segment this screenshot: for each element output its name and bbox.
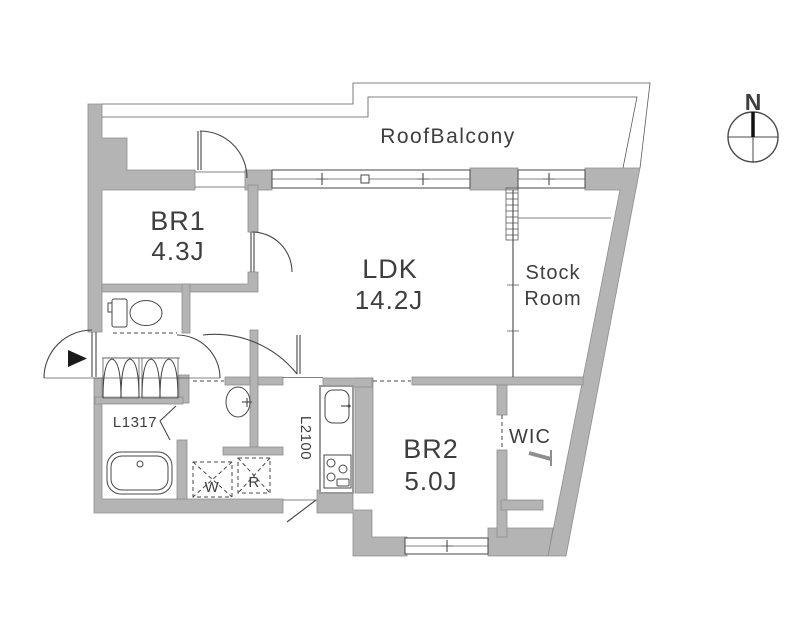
wall-wic-stub-bottom bbox=[496, 449, 508, 538]
room-area-br2: 5.0J bbox=[404, 466, 457, 496]
room-label-ldk: LDK bbox=[362, 254, 418, 284]
wall-bath-powder-upper bbox=[178, 374, 190, 404]
wall-top-chunk2 bbox=[469, 167, 519, 191]
roof-balcony-outline bbox=[102, 82, 651, 169]
window-stock-north bbox=[517, 169, 586, 189]
wall-wic-stub-top bbox=[496, 384, 508, 416]
shoe-closet-icon bbox=[102, 357, 179, 399]
walls bbox=[87, 103, 641, 557]
room-label-br2: BR2 bbox=[403, 434, 459, 464]
washer-space bbox=[192, 461, 233, 498]
bathtub-label: L1317 bbox=[113, 414, 157, 431]
room-area-br1: 4.3J bbox=[151, 236, 204, 266]
bathtub-icon bbox=[106, 451, 173, 495]
window-br2-south bbox=[404, 537, 489, 555]
wall-powder-bottom bbox=[222, 446, 284, 456]
kitchen-counter bbox=[319, 385, 354, 494]
toilet-icon bbox=[107, 298, 163, 328]
entrance-arrow-icon bbox=[68, 350, 87, 367]
window-ldk-north bbox=[271, 169, 471, 189]
stove-icon bbox=[323, 454, 352, 489]
hall-ldk-door bbox=[202, 333, 301, 375]
labels: RoofBalcony BR1 4.3J LDK 14.2J Stock Roo… bbox=[113, 125, 581, 496]
wall-wic-bottom bbox=[500, 499, 544, 511]
wall-powder-right bbox=[249, 329, 259, 453]
wall-toilet-right bbox=[181, 283, 191, 334]
wall-ldk-south bbox=[411, 376, 584, 386]
entrance-door bbox=[43, 329, 221, 379]
room-label-br1: BR1 bbox=[150, 206, 206, 236]
washbasin-icon bbox=[225, 386, 252, 418]
wall-kitchen-bottom bbox=[316, 489, 408, 557]
wall-br1-bottom bbox=[101, 271, 259, 293]
kitchen-label: L2100 bbox=[297, 416, 314, 460]
bathroom-folding-door bbox=[159, 405, 177, 441]
kitchen-service-door bbox=[283, 499, 317, 523]
kitchen-sink-icon bbox=[324, 389, 351, 424]
wall-left-upper bbox=[87, 103, 196, 333]
windows bbox=[271, 169, 586, 555]
wall-bath-powder-lower bbox=[176, 439, 188, 500]
washer-label: W bbox=[205, 479, 220, 496]
compass-north-label: N bbox=[745, 89, 762, 115]
room-area-ldk: 14.2J bbox=[355, 285, 424, 315]
compass-icon: N bbox=[727, 89, 779, 163]
room-label-stock-line1: Stock bbox=[525, 262, 580, 284]
wall-right-slanted bbox=[547, 167, 641, 557]
fixtures bbox=[102, 298, 552, 498]
room-label-wic: WIC bbox=[509, 426, 551, 448]
refrigerator-label: R bbox=[248, 474, 259, 491]
room-label-stock-line2: Room bbox=[524, 288, 581, 310]
doors bbox=[43, 130, 503, 523]
wall-br1-right bbox=[247, 184, 259, 233]
roof-balcony-label: RoofBalcony bbox=[380, 125, 516, 148]
stock-hatch-cabinet bbox=[505, 187, 519, 241]
wic-hanger-pipe bbox=[528, 450, 552, 466]
wall-br2-left bbox=[354, 377, 374, 494]
refrigerator-space bbox=[237, 457, 271, 494]
br1-door bbox=[250, 231, 293, 273]
balcony-door-br1 bbox=[195, 130, 248, 188]
